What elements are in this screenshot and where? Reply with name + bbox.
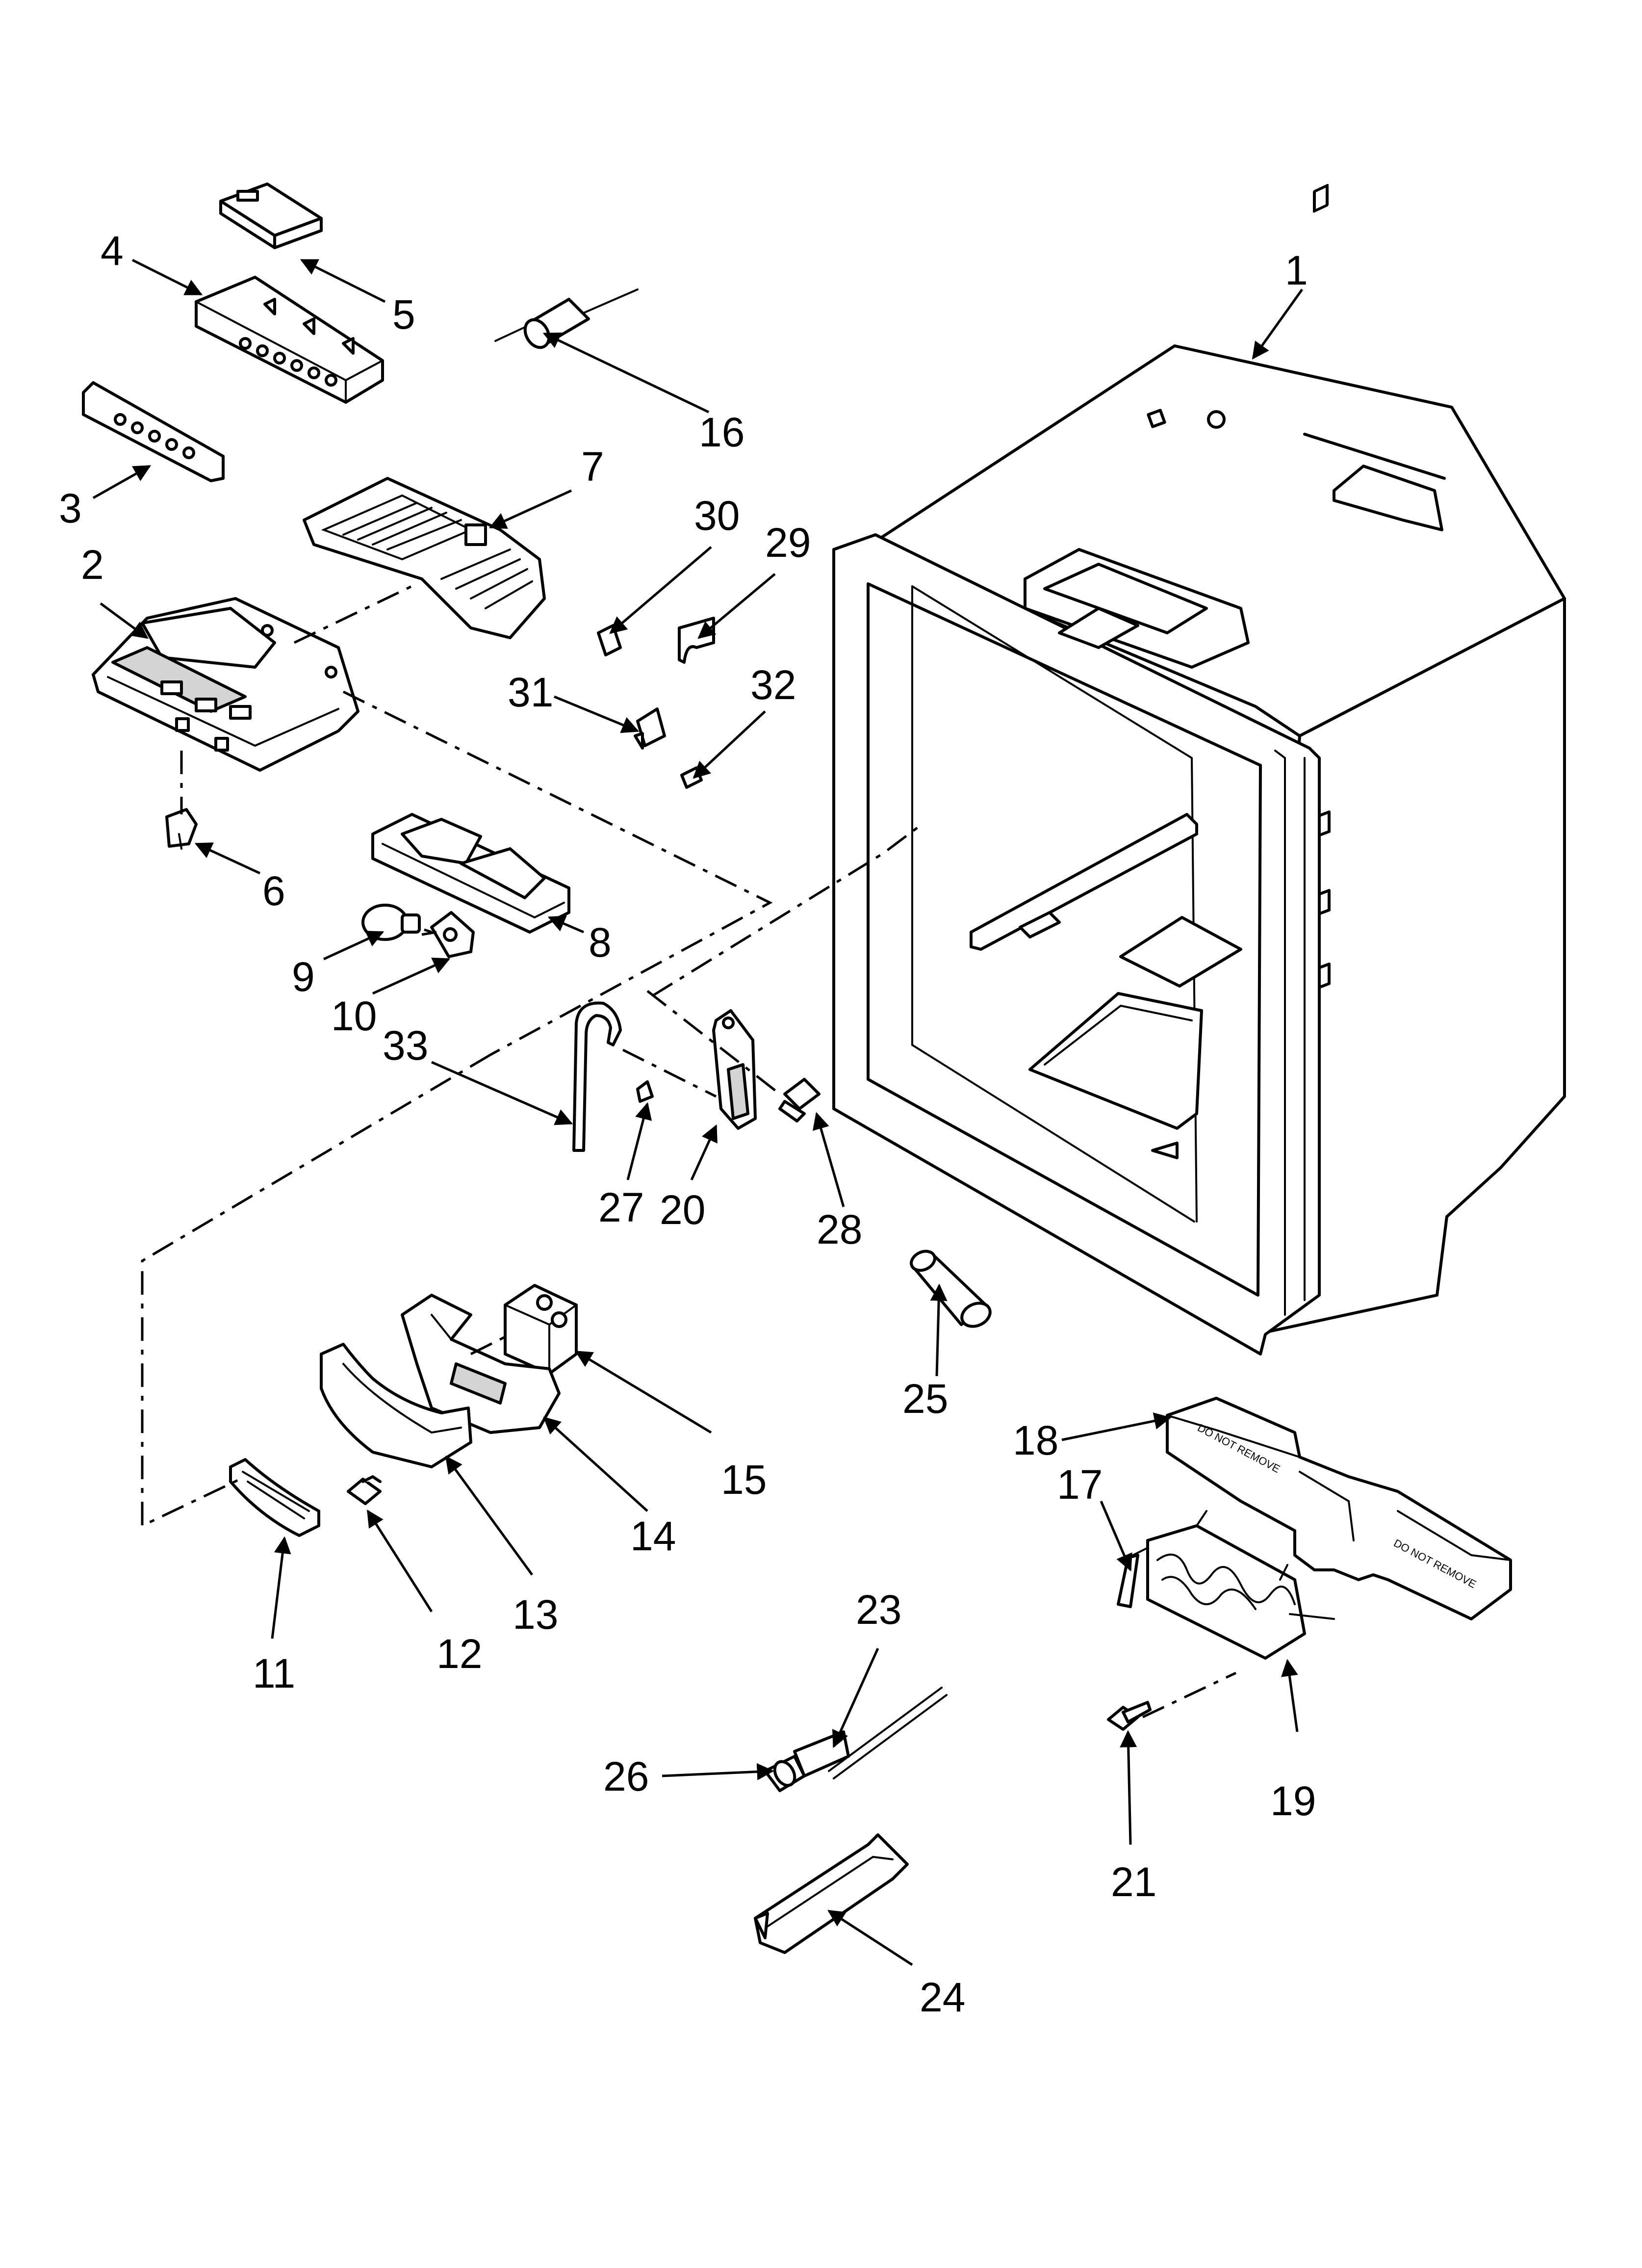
callout-1: 1 <box>1285 247 1308 293</box>
callout-28: 28 <box>817 1206 862 1252</box>
callout-33: 33 <box>383 1022 428 1069</box>
callout-19: 19 <box>1270 1778 1316 1824</box>
callout-27: 27 <box>598 1184 644 1230</box>
part-4-buttons <box>239 337 337 387</box>
part-24-trough <box>754 1833 909 1954</box>
part-11-paddle <box>229 1458 320 1537</box>
part-28-screw <box>778 1078 821 1122</box>
part-26-connector <box>764 1755 806 1792</box>
part-27-clip <box>636 1080 654 1103</box>
part-30-clip <box>597 624 622 656</box>
callout-12: 12 <box>436 1631 482 1677</box>
part-10-socket <box>424 911 475 958</box>
part-31-bracket <box>634 707 666 750</box>
part-1-liner <box>832 183 1566 1356</box>
part-2-control-panel <box>92 597 359 772</box>
callout-17: 17 <box>1057 1461 1103 1508</box>
part-15-valve <box>504 1284 578 1375</box>
callout-6: 6 <box>262 868 285 914</box>
part-18-heater-channel: DO NOT REMOVE DO NOT REMOVE <box>1166 1397 1512 1620</box>
callout-14: 14 <box>630 1513 676 1559</box>
part-21-screw <box>1107 1701 1152 1731</box>
callout-4: 4 <box>101 228 124 274</box>
callout-32: 32 <box>750 662 796 708</box>
callout-13: 13 <box>513 1591 558 1638</box>
callout-25: 25 <box>902 1376 948 1422</box>
part-6-switch <box>165 808 198 850</box>
callout-5: 5 <box>392 291 415 338</box>
part-4-control-housing <box>195 276 384 404</box>
callout-16: 16 <box>699 409 744 455</box>
part-23-tube-assembly <box>793 1687 948 1779</box>
part-8-light-housing <box>371 813 570 934</box>
part-19-heater-coil <box>1146 1510 1335 1660</box>
callout-10: 10 <box>331 993 377 1039</box>
callout-2: 2 <box>81 542 104 588</box>
part-5-bracket <box>219 182 323 249</box>
part-16-cylinder <box>494 288 639 349</box>
part-12-screw <box>347 1475 382 1505</box>
callout-21: 21 <box>1111 1859 1156 1905</box>
part-13-bezel <box>320 1343 472 1468</box>
leader-lines <box>92 259 1304 1966</box>
callout-20: 20 <box>660 1187 705 1233</box>
part-14-housing <box>401 1294 561 1434</box>
part-29-shield <box>678 617 715 664</box>
callout-24: 24 <box>920 1974 965 2020</box>
part-9-bulb <box>361 904 421 941</box>
callout-15: 15 <box>721 1457 767 1503</box>
callout-29: 29 <box>765 520 811 566</box>
callout-7: 7 <box>581 443 604 490</box>
callout-26: 26 <box>603 1753 649 1799</box>
part-7-grille <box>303 477 546 639</box>
callout-3: 3 <box>59 485 82 531</box>
callout-31: 31 <box>508 669 553 715</box>
explosion-lines <box>141 582 1237 1719</box>
callout-11: 11 <box>253 1650 295 1696</box>
part-25-fitting <box>910 1250 992 1328</box>
callout-18: 18 <box>1013 1417 1058 1463</box>
callout-8: 8 <box>589 919 612 965</box>
callout-labels: 1 2 3 4 5 6 7 8 9 10 11 12 13 14 15 16 1… <box>59 228 1316 2020</box>
part-32-clip <box>680 766 703 789</box>
callout-30: 30 <box>694 493 740 539</box>
callout-23: 23 <box>856 1587 901 1633</box>
part-20-cover <box>712 1009 757 1130</box>
part-3-overlay-strip <box>82 381 225 482</box>
callout-9: 9 <box>292 954 315 1000</box>
part-33-tube <box>572 1001 622 1152</box>
